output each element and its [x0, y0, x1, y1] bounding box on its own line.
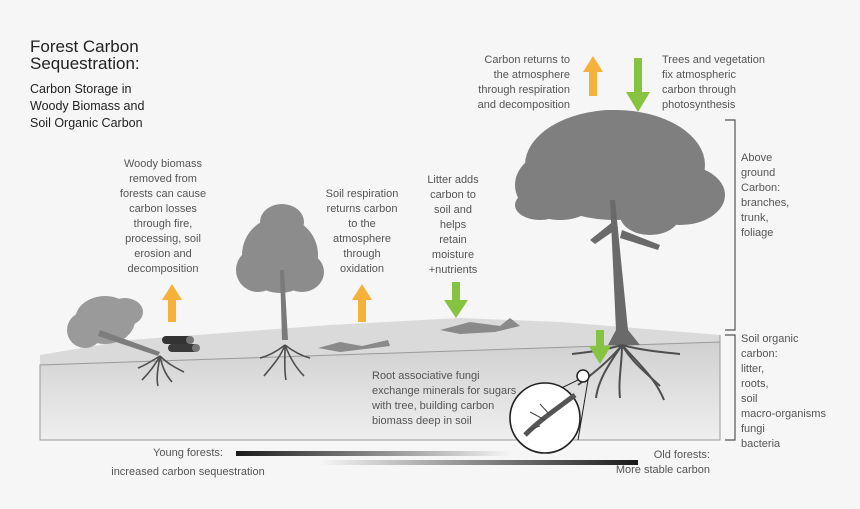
fallen-tree-roots: [137, 355, 185, 387]
orange-arrow-icon: [162, 284, 182, 322]
green-arrow-icon-litter: [444, 282, 468, 318]
soil-bracket: [725, 334, 736, 441]
label-trees-fix: Trees and vegetation fix atmospheric car…: [662, 54, 765, 111]
label-carbon-returns: Carbon returns to the atmosphere through…: [477, 54, 570, 111]
label-above-ground: Above ground Carbon: branches, trunk, fo…: [741, 152, 790, 239]
above-ground-bracket: [725, 119, 736, 331]
logs-icon: [162, 336, 200, 352]
fallen-tree: [67, 296, 160, 356]
litter-patch-2: [440, 318, 520, 334]
old-tree: [515, 110, 725, 345]
green-arrow-icon-roots: [589, 330, 611, 364]
old-forest-bar: [320, 460, 638, 465]
diagram-subtitle: Carbon Storage in Woody Biomass and Soil…: [30, 82, 145, 130]
label-litter-adds: Litter adds carbon to soil and helps ret…: [427, 174, 479, 276]
litter-patch: [318, 340, 390, 352]
young-tree-roots: [259, 344, 311, 381]
young-tree: [236, 204, 324, 340]
label-soil-organic: Soil organic carbon: litter, roots, soil…: [741, 333, 826, 450]
label-woody-biomass: Woody biomass removed from forests can c…: [119, 158, 207, 275]
label-young-forests: Young forests: increased carbon sequestr…: [111, 447, 265, 478]
fungi-zoom-lens: [509, 369, 590, 454]
green-arrow-icon-top: [626, 58, 650, 112]
ground-surface: [40, 318, 720, 365]
diagram-title: Forest Carbon Sequestration:: [30, 37, 140, 73]
young-forest-bar: [236, 451, 511, 456]
orange-arrow-icon-2: [352, 284, 372, 322]
label-soil-respiration: Soil respiration returns carbon to the a…: [325, 188, 399, 275]
label-root-fungi: Root associative fungi exchange minerals…: [372, 370, 517, 427]
label-old-forests: Old forests: More stable carbon: [615, 449, 710, 476]
orange-arrow-icon-top: [583, 56, 603, 96]
